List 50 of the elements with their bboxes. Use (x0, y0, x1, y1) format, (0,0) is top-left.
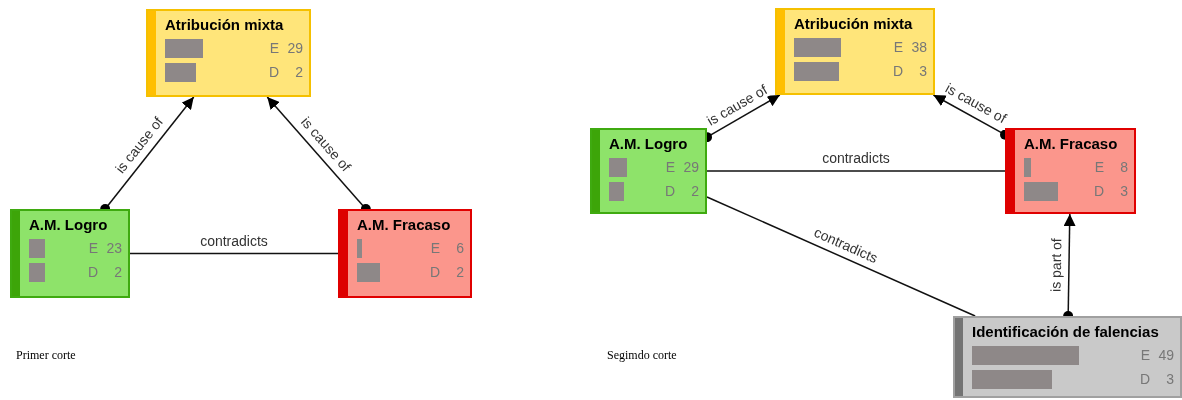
concept-title: Identificación de falencias (972, 322, 1160, 342)
count-key: E (430, 237, 440, 259)
count-value: 6 (455, 238, 464, 258)
count-value: 2 (113, 262, 122, 282)
count-value: 8 (1119, 157, 1128, 177)
concept-title: Atribución mixta (165, 15, 285, 35)
count-key: D (664, 180, 675, 202)
count-value: 2 (294, 62, 303, 82)
concept-box (146, 9, 311, 97)
count-key: E (1140, 344, 1150, 366)
count-key: E (1094, 156, 1104, 178)
count-value: 3 (918, 61, 927, 81)
count-key: D (268, 61, 279, 83)
count-key: D (892, 60, 903, 82)
concept-title: A.M. Fracaso (1024, 134, 1119, 154)
concept-title: A.M. Fracaso (357, 215, 452, 235)
count-key: E (88, 237, 98, 259)
count-key: E (269, 37, 279, 59)
count-value: 23 (105, 238, 122, 258)
concept-title: Atribución mixta (794, 14, 914, 34)
concept-box (10, 209, 130, 298)
concept-box (775, 8, 935, 95)
concept-box (1005, 128, 1136, 214)
connector-line (129, 252, 339, 255)
count-value: 2 (455, 262, 464, 282)
count-key: D (429, 261, 440, 283)
count-value: 3 (1165, 369, 1174, 389)
edge-label: contradicts (820, 150, 892, 166)
count-key: D (87, 261, 98, 283)
count-value: 49 (1157, 345, 1174, 365)
concept-title: A.M. Logro (609, 134, 689, 154)
section-caption: Primer corte (16, 347, 76, 364)
connector-line (706, 170, 1006, 172)
count-key: D (1093, 180, 1104, 202)
count-value: 3 (1119, 181, 1128, 201)
concept-box (590, 128, 707, 214)
edge-label: is part of (1047, 235, 1065, 294)
edge-label: contradicts (198, 232, 270, 249)
count-key: D (1139, 368, 1150, 390)
section-caption: Segimdo corte (607, 347, 677, 364)
concept-box (338, 209, 472, 298)
concept-box (953, 316, 1182, 398)
connector-line (706, 196, 976, 317)
count-value: 2 (690, 181, 699, 201)
count-value: 38 (910, 37, 927, 57)
concept-title: A.M. Logro (29, 215, 109, 235)
count-value: 29 (286, 38, 303, 58)
count-key: E (893, 36, 903, 58)
count-key: E (665, 156, 675, 178)
count-value: 29 (682, 157, 699, 177)
